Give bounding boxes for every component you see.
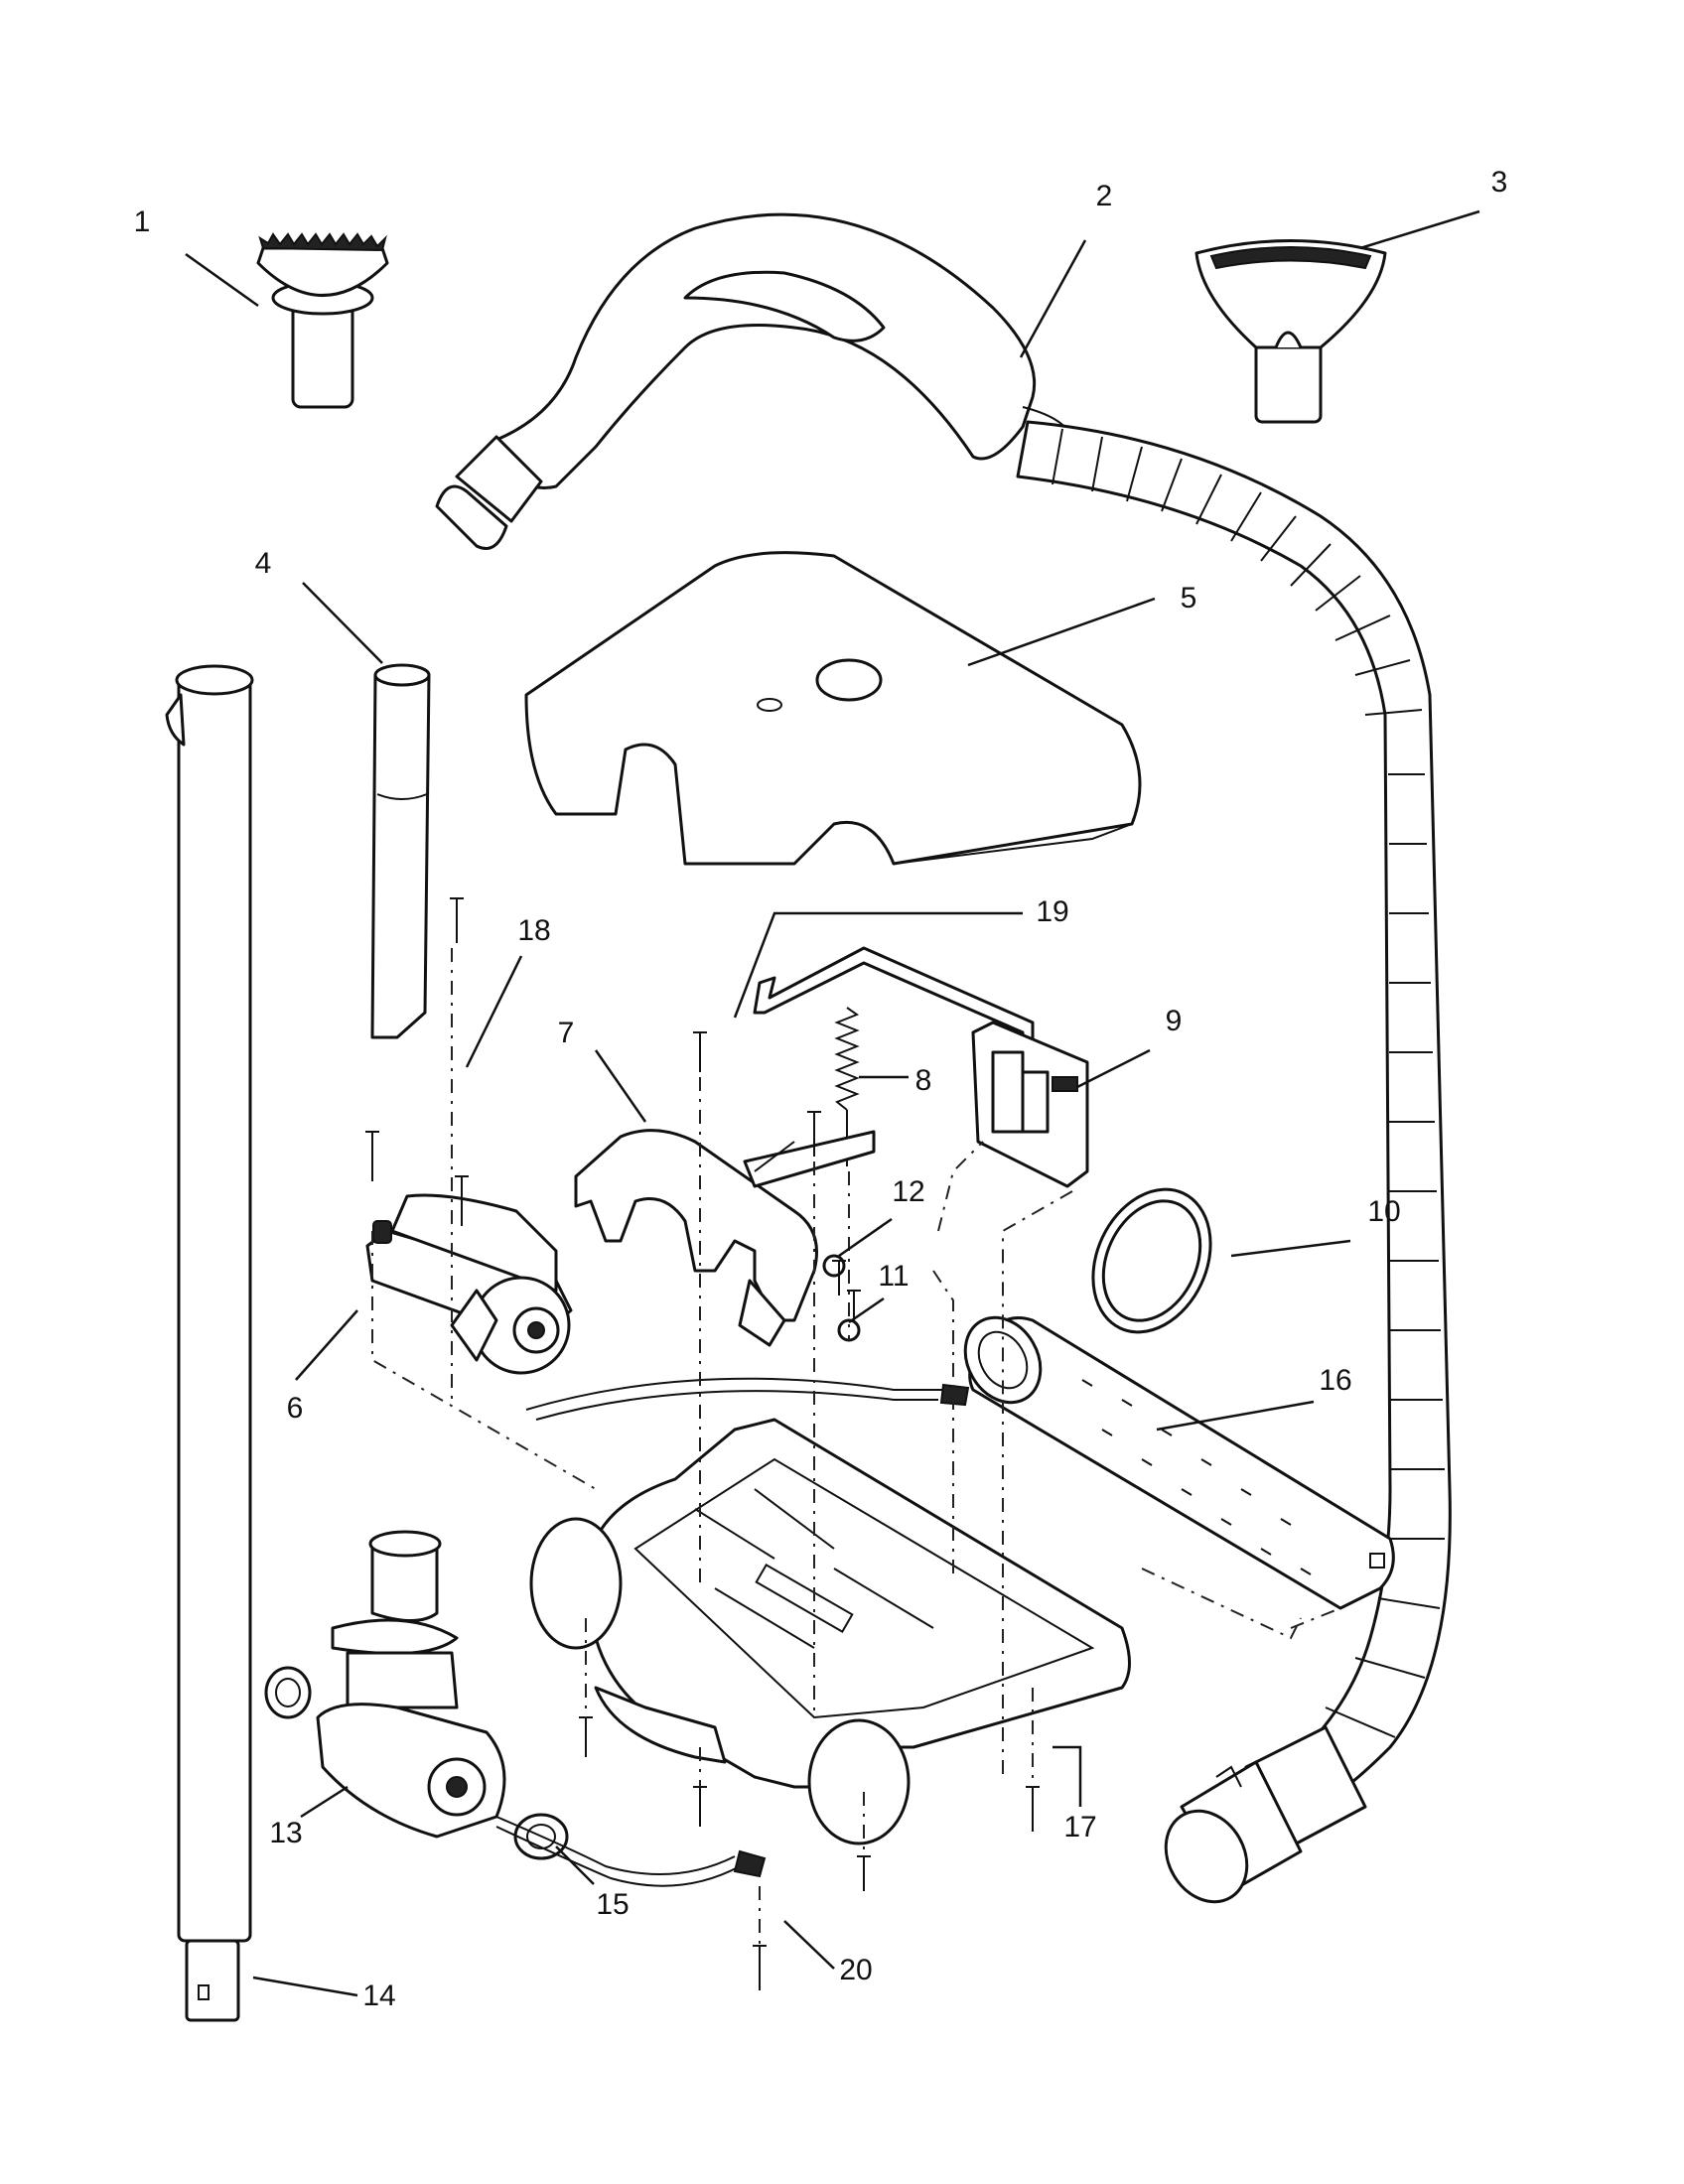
callout-11: 11 <box>878 1260 909 1293</box>
part-17-base <box>529 1418 1131 1845</box>
part-5-hood <box>524 551 1142 866</box>
bushing-left <box>264 1666 312 1719</box>
callout-3: 3 <box>1491 166 1508 199</box>
part-10-belt <box>1091 1187 1212 1334</box>
part-6-motor <box>365 1193 573 1375</box>
part-16-brush-roll <box>963 1315 1395 1610</box>
callout-16: 16 <box>1319 1364 1351 1397</box>
callout-13: 13 <box>269 1817 302 1849</box>
part-3-upholstery-tool <box>1194 239 1387 424</box>
callout-12: 12 <box>892 1175 924 1208</box>
leader-lines <box>185 209 1480 1997</box>
part-1-dusting-brush <box>256 232 389 409</box>
callout-9: 9 <box>1166 1005 1183 1037</box>
wiring <box>495 1377 970 1887</box>
part-9-switch-board <box>971 1021 1089 1188</box>
callout-1: 1 <box>134 205 151 238</box>
callout-14: 14 <box>362 1979 395 2012</box>
callout-10: 10 <box>1367 1195 1400 1228</box>
callout-2: 2 <box>1096 180 1113 212</box>
part-2-hose-handle <box>435 212 1073 550</box>
callout-5: 5 <box>1181 582 1197 614</box>
part-4-crevice-tool <box>370 663 431 1039</box>
part-2-hose-tube <box>1016 420 1452 1904</box>
callout-15: 15 <box>596 1888 629 1921</box>
callout-7: 7 <box>558 1017 575 1049</box>
part-14-wand <box>165 664 254 2022</box>
callout-labels: 1 2 3 4 5 6 7 8 9 10 11 12 13 14 15 16 1… <box>134 166 1508 2012</box>
callout-4: 4 <box>255 547 272 580</box>
callout-17: 17 <box>1063 1811 1096 1843</box>
frame-bar <box>743 1130 876 1188</box>
part-13-nozzle-assembly <box>316 1530 506 1839</box>
callout-20: 20 <box>839 1954 872 1986</box>
alignment-lines <box>371 948 1341 1946</box>
callout-18: 18 <box>517 914 550 947</box>
callout-8: 8 <box>915 1064 932 1097</box>
callout-19: 19 <box>1036 895 1068 928</box>
callout-6: 6 <box>287 1392 304 1425</box>
